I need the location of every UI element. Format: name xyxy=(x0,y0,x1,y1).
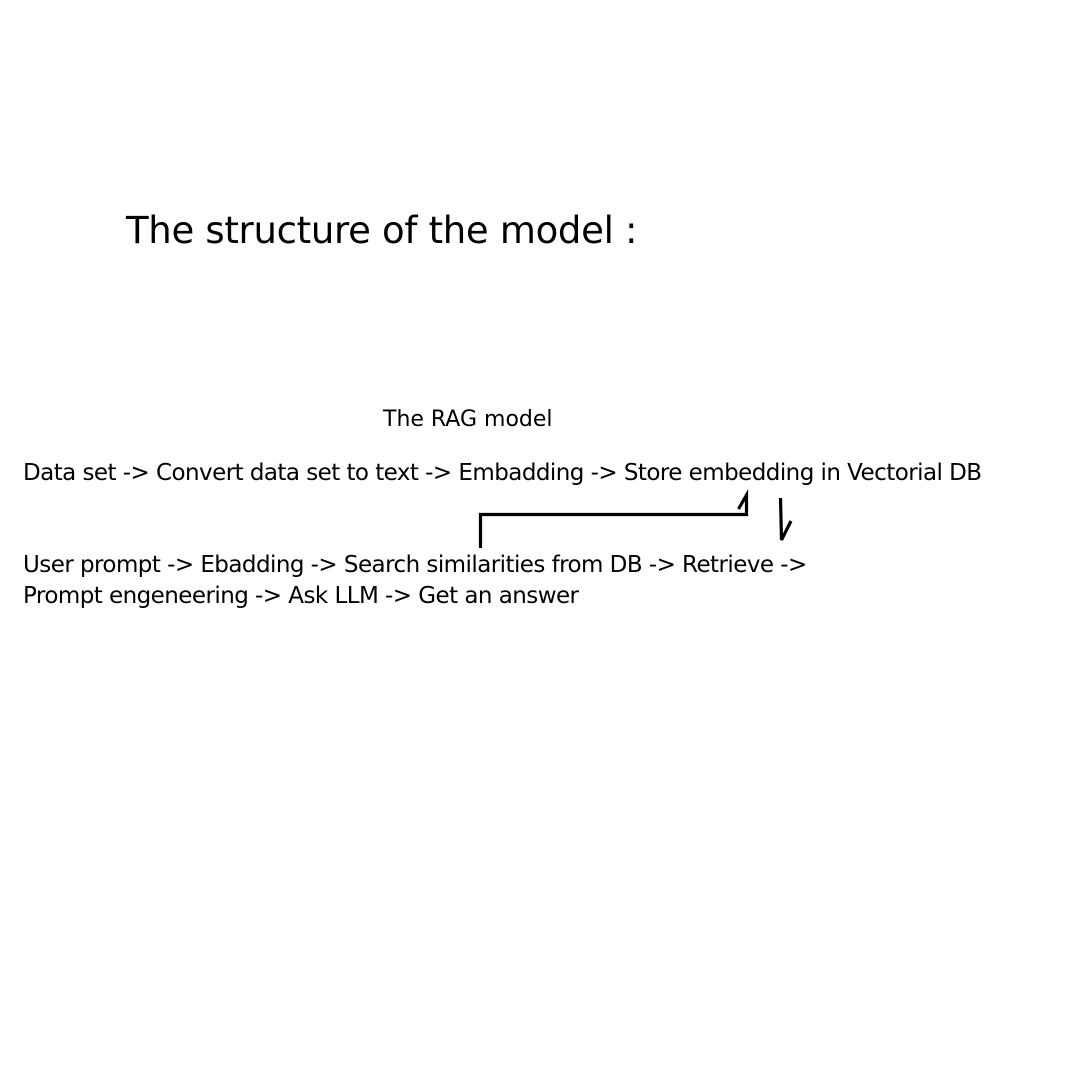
db-to-retrieve-arrow xyxy=(778,497,793,541)
query-flow-text-line-2: Prompt engeneering -> Ask LLM -> Get an … xyxy=(23,583,579,609)
diagram-title: The RAG model xyxy=(383,407,553,432)
page-heading: The structure of the model : xyxy=(126,209,638,252)
search-to-db-connector xyxy=(478,488,749,548)
query-flow-text-line-1: User prompt -> Ebadding -> Search simila… xyxy=(23,552,807,578)
indexing-flow-text: Data set -> Convert data set to text -> … xyxy=(23,460,982,486)
